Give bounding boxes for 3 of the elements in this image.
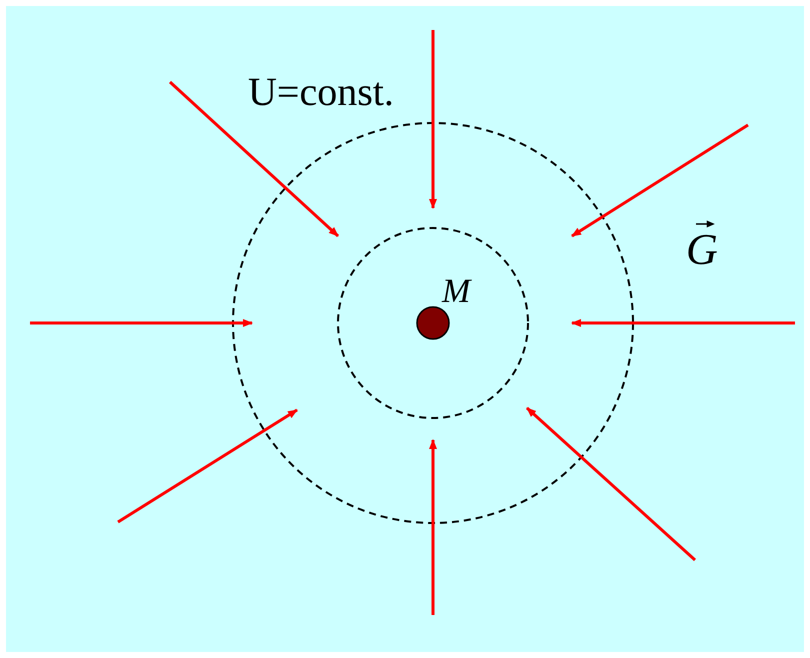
vector-symbol: G [686, 228, 718, 272]
equipotential-label: U=const. [248, 72, 394, 112]
mass-label: M [442, 275, 470, 309]
